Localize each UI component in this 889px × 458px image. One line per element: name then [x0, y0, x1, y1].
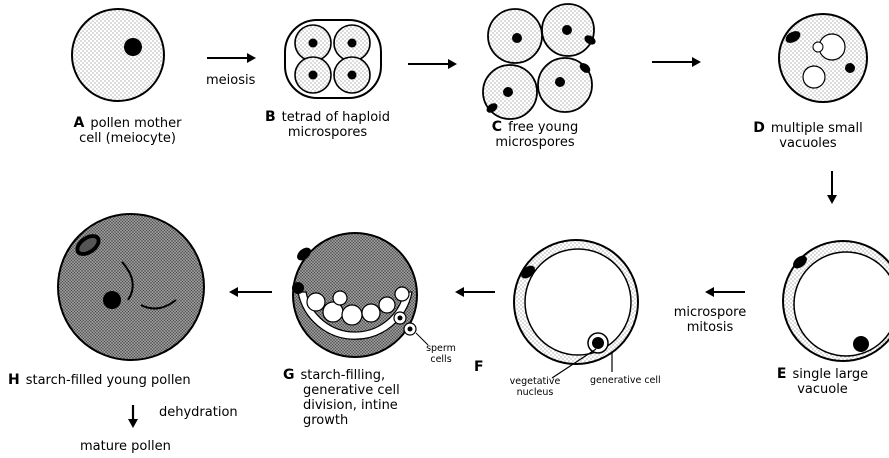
stage-d-text1: multiple small: [771, 121, 863, 136]
cell-d-multiple-vacuoles: [779, 14, 867, 102]
arrow-g-to-h: [229, 287, 272, 297]
stage-f-letter: F: [474, 359, 484, 375]
stage-g-letter: G: [283, 367, 295, 383]
stage-h-letter: H: [8, 372, 20, 388]
cell-h-starch-filled: [58, 214, 204, 360]
stage-a-text1: pollen mother: [90, 116, 181, 131]
stage-e-text2: vacuole: [760, 382, 885, 397]
stage-g-text4: growth: [283, 413, 400, 428]
vegetative-text2: nucleus: [500, 387, 570, 398]
mitosis-text2: mitosis: [660, 320, 760, 335]
cell-f-bicellular: [514, 240, 638, 378]
stage-e-letter: E: [777, 366, 787, 382]
label-vegetative-nucleus: vegetative nucleus: [500, 376, 570, 398]
mitosis-text1: microspore: [660, 305, 760, 320]
cell-a-pollen-mother: [72, 9, 164, 101]
label-meiosis: meiosis: [206, 73, 255, 88]
cell-e-single-vacuole: [783, 241, 889, 361]
stage-g-text3: division, intine: [283, 398, 400, 413]
sperm-text1: sperm: [416, 343, 466, 354]
stage-c-text2: microspores: [460, 135, 610, 150]
label-stage-f: F: [474, 360, 490, 375]
stage-g-text1: starch-filling,: [301, 368, 386, 383]
arrow-c-to-d: [652, 57, 701, 67]
cell-c-free-microspores: [483, 4, 597, 119]
stage-b-text2: microspores: [235, 125, 420, 140]
vegetative-text1: vegetative: [500, 376, 570, 387]
label-microspore-mitosis: microspore mitosis: [660, 305, 760, 335]
arrow-d-to-e: [827, 171, 837, 204]
arrow-dehydration: [128, 405, 138, 428]
stage-a-letter: A: [74, 115, 85, 131]
cell-g-starch-filling: [292, 233, 428, 357]
arrow-microspore-mitosis: [705, 287, 745, 297]
arrow-b-to-c: [408, 59, 457, 69]
label-generative-cell: generative cell: [590, 375, 661, 386]
label-dehydration: dehydration: [159, 405, 238, 420]
stage-c-text1: free young: [508, 120, 578, 135]
stage-g-text2: generative cell: [283, 383, 400, 398]
stage-d-text2: vacuoles: [733, 136, 883, 151]
arrow-meiosis: [207, 53, 256, 63]
stage-c-letter: C: [492, 119, 502, 135]
stage-d-letter: D: [753, 120, 765, 136]
cell-b-tetrad: [285, 20, 381, 98]
stage-a-text2: cell (meiocyte): [45, 131, 210, 146]
label-mature-pollen: mature pollen: [80, 439, 171, 454]
stage-e-text1: single large: [793, 367, 869, 382]
sperm-text2: cells: [416, 354, 466, 365]
stage-h-text1: starch-filled young pollen: [26, 373, 191, 388]
stage-b-letter: B: [265, 109, 276, 125]
stage-b-text1: tetrad of haploid: [282, 110, 390, 125]
arrow-f-to-g: [455, 287, 495, 297]
label-sperm-cells: sperm cells: [416, 343, 466, 365]
